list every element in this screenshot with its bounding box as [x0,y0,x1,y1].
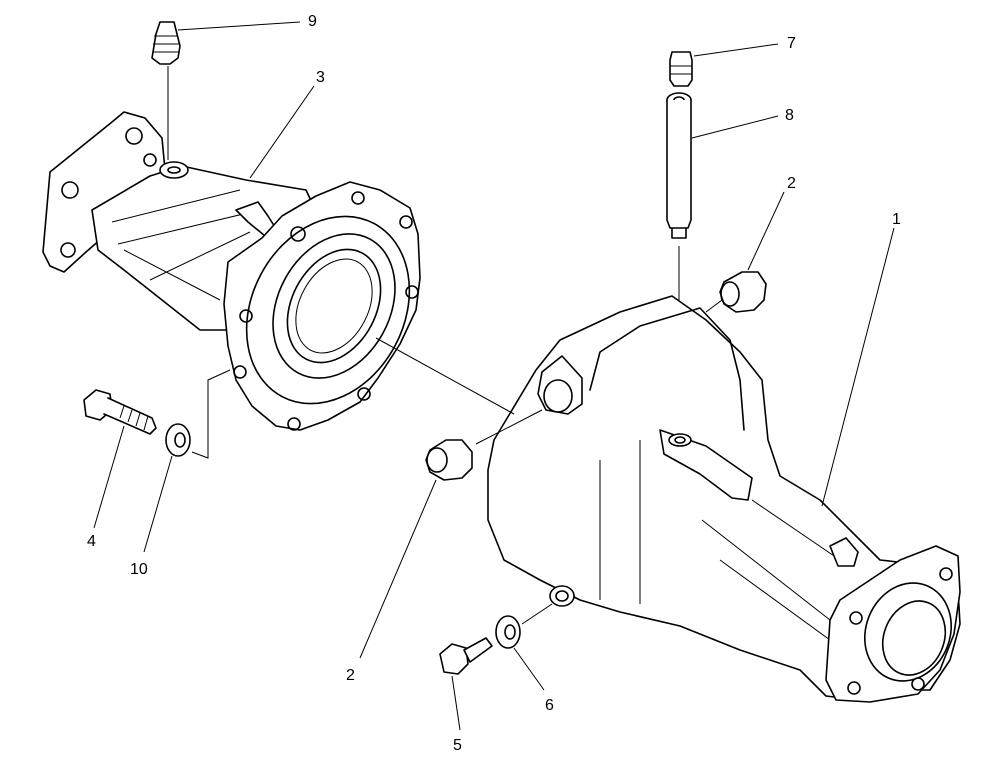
alignment-line-3 [705,299,723,313]
part-2-bushing-lower [425,439,473,481]
callout-8: 8 [785,107,794,124]
part-3-extension-housing [42,111,421,431]
callout-10: 10 [130,561,148,578]
part-1-main-case [487,295,961,703]
alignment-line-2 [475,409,543,445]
part-7-seal [669,51,693,87]
callout-7: 7 [787,35,796,52]
alignment-line-4 [521,603,553,625]
callout-3: 3 [316,69,325,86]
part-6-gasket [495,615,521,649]
part-2-bushing-upper [719,271,767,313]
callout-4: 4 [87,533,96,550]
leader-lines [93,21,895,731]
part-5-drain-plug [439,637,493,675]
alignment-line [375,337,515,415]
callout-5: 5 [453,737,462,754]
part-10-washer [165,423,191,457]
part-9-breather [151,21,181,160]
callout-1: 1 [892,211,901,228]
part-4-bolt [83,389,157,435]
callout-9: 9 [308,13,317,30]
bolt-alignment-line [191,369,231,459]
callout-2-lower: 2 [346,667,355,684]
callout-2-upper: 2 [787,175,796,192]
callout-6: 6 [545,697,554,714]
